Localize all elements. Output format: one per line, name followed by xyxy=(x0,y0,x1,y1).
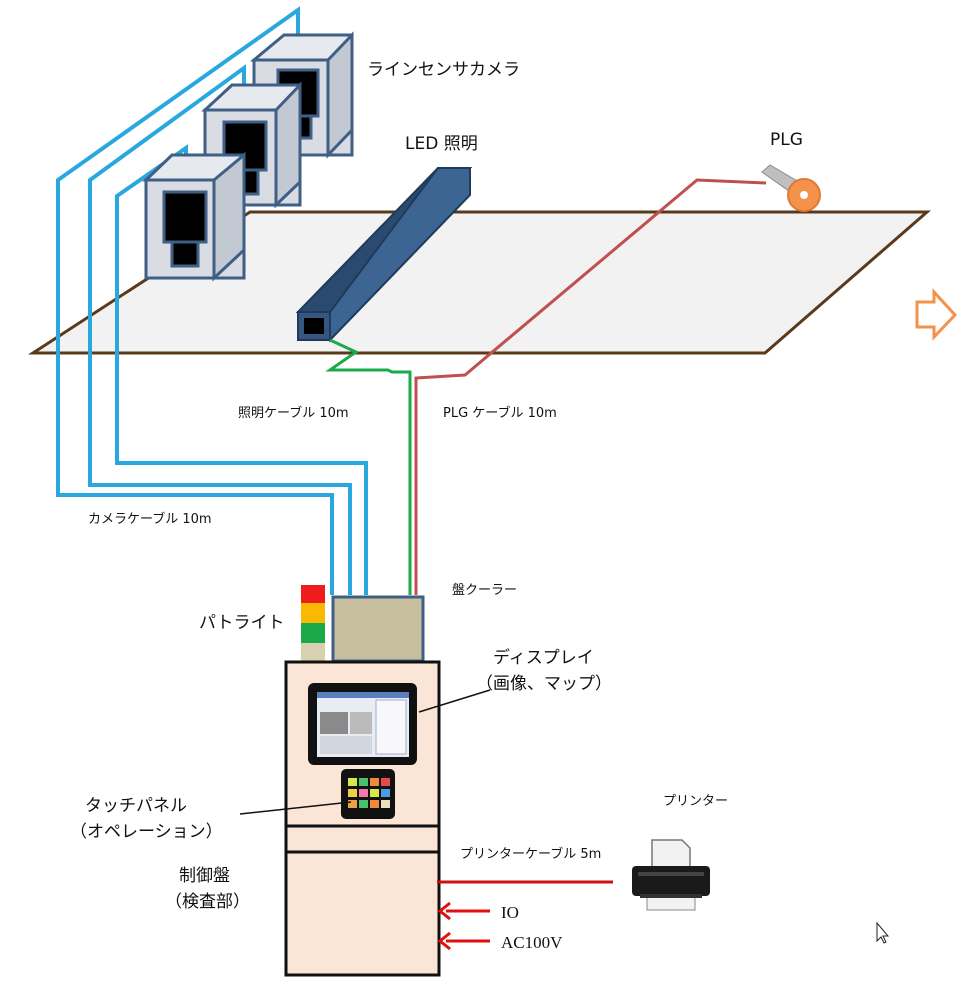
mouse-cursor-icon xyxy=(876,921,890,944)
flow-direction-arrow-icon xyxy=(915,288,958,341)
light-cable-label: 照明ケーブル 10m xyxy=(238,406,349,421)
plg-label: PLG xyxy=(770,130,803,150)
touch-panel-label-line2: （オペレーション） xyxy=(70,822,223,842)
cooler-label: 盤クーラー xyxy=(452,583,518,598)
display-leader-line xyxy=(418,689,491,713)
ac-input-arrow xyxy=(437,931,490,951)
control-panel-label-line2: （検査部） xyxy=(165,892,250,912)
io-label: IO xyxy=(501,903,519,922)
patlite-label: パトライト xyxy=(199,613,285,633)
io-input-arrow xyxy=(437,901,490,921)
light-cable xyxy=(325,338,412,595)
display-label-line2: （画像、マップ） xyxy=(476,674,612,694)
display-label-line1: ディスプレイ xyxy=(493,648,594,668)
plg-cable-label: PLG ケーブル 10m xyxy=(443,406,557,421)
plg-encoder xyxy=(761,164,821,212)
printer-label: プリンター xyxy=(663,794,729,809)
line-camera-label: ラインセンサカメラ xyxy=(367,60,520,80)
plg-cable xyxy=(414,178,767,595)
web-sheet xyxy=(27,210,932,355)
line-camera-3 xyxy=(142,151,246,282)
line-camera-2 xyxy=(201,81,302,209)
camera-cable-label: カメラケーブル 10m xyxy=(88,512,212,527)
touch-panel-label-line1: タッチパネル xyxy=(85,796,187,816)
patlite-signal-tower xyxy=(301,585,325,663)
led-light-label: LED 照明 xyxy=(405,134,478,154)
led-light-bar xyxy=(295,167,473,343)
touch-panel-leader-line xyxy=(239,801,352,815)
control-panel-label-line1: 制御盤 xyxy=(179,866,230,886)
panel-cooler xyxy=(331,595,425,663)
printer-cable-label: プリンターケーブル 5m xyxy=(460,847,602,862)
display-monitor xyxy=(308,683,417,765)
touch-panel xyxy=(341,769,395,819)
ac-label: AC100V xyxy=(501,933,563,952)
printer-icon xyxy=(632,839,710,911)
